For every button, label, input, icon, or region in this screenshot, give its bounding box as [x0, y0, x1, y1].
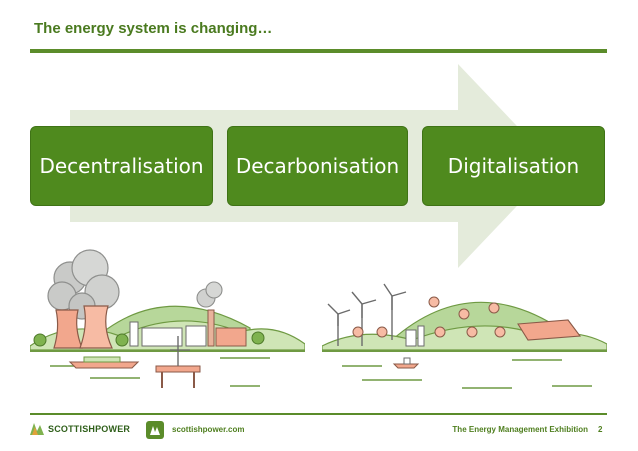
scottishpower-logo: SCOTTISHPOWER [30, 423, 130, 435]
theme-box-decentralisation: Decentralisation [30, 126, 213, 206]
logo-text: SCOTTISHPOWER [48, 424, 131, 434]
title-underline [30, 49, 607, 53]
theme-box-digitalisation: Digitalisation [422, 126, 605, 206]
slide-title: The energy system is changing… [34, 20, 273, 37]
theme-label: Decarbonisation [235, 154, 400, 178]
fossil-power-landscape-icon [30, 249, 305, 392]
footer-event-name: The Energy Management Exhibition [452, 425, 588, 434]
scottishpower-square-icon [146, 421, 164, 439]
theme-label: Decentralisation [39, 154, 204, 178]
renewable-smart-landscape-icon [322, 283, 607, 389]
footer-rule [30, 413, 607, 415]
footer-url[interactable]: scottishpower.com [172, 425, 245, 434]
page-number: 2 [598, 425, 603, 434]
theme-box-decarbonisation: Decarbonisation [227, 126, 408, 206]
theme-label: Digitalisation [447, 154, 580, 178]
scottishpower-mark-icon [30, 423, 44, 435]
